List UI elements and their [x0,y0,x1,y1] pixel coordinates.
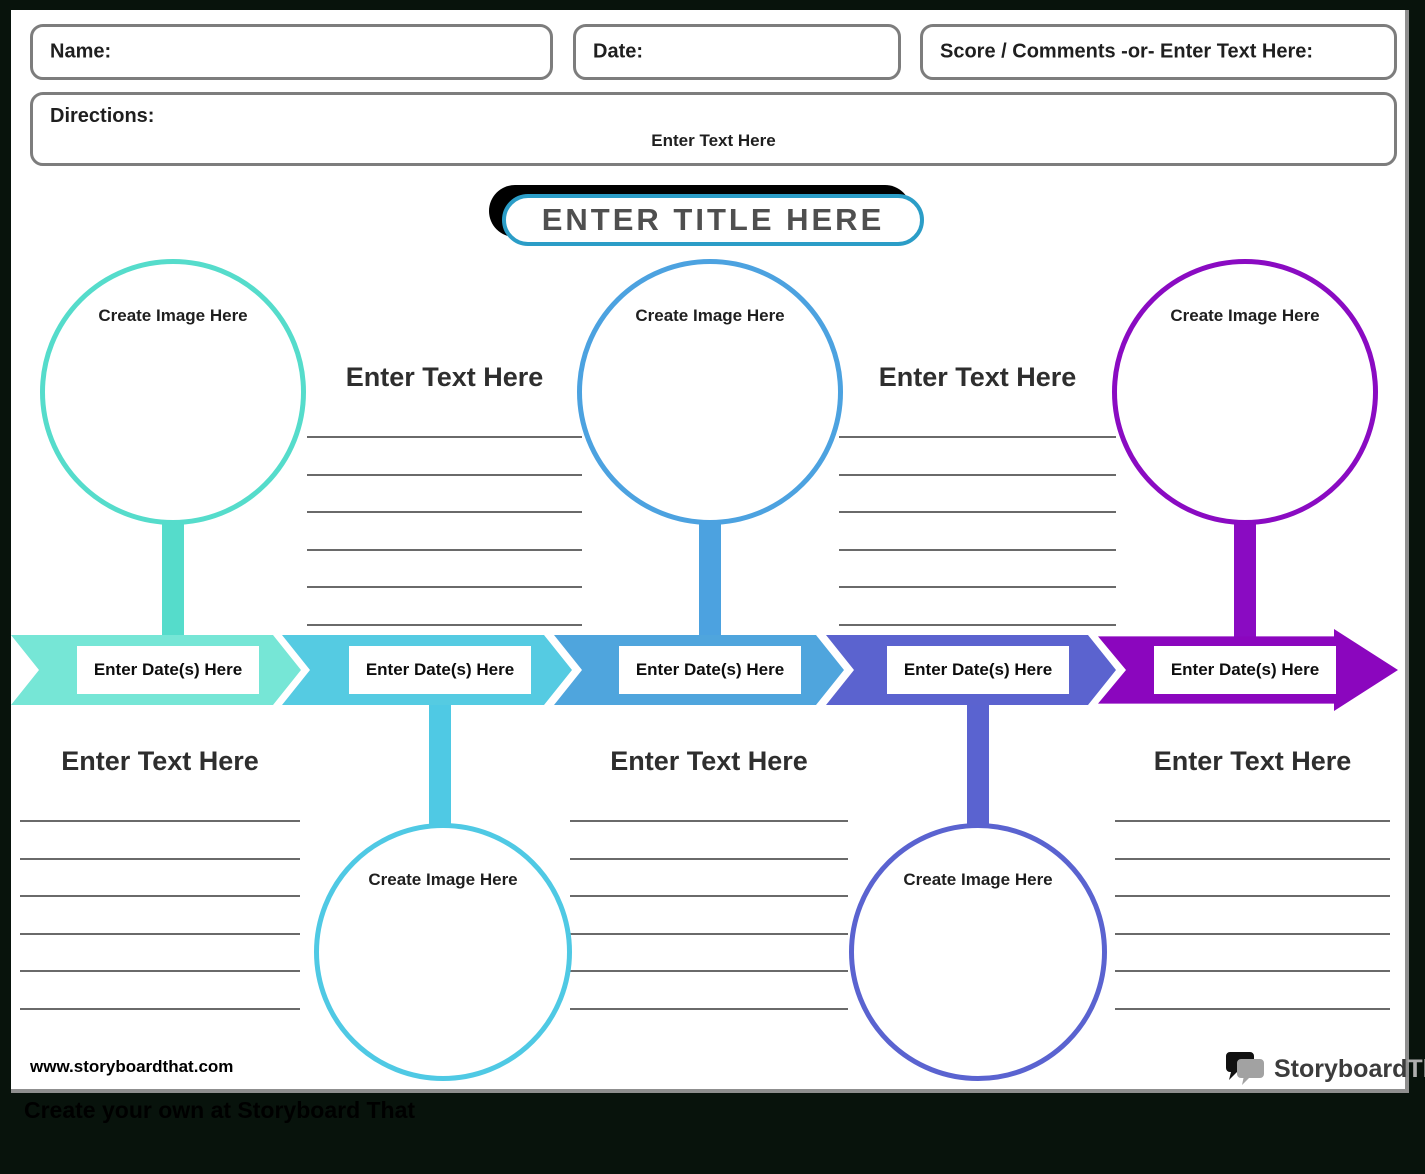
date-box-text: Enter Date(s) Here [365,660,515,679]
writing-line [307,474,582,476]
website-text: www.storyboardthat.com [30,1057,234,1076]
text-column-bottom-2: Enter Text Here [570,746,848,1016]
date-box-text: Enter Date(s) Here [1170,660,1320,679]
writing-line [20,858,300,860]
title-box[interactable]: ENTER TITLE HERE [502,194,924,246]
directions-placeholder[interactable]: Enter Text Here [651,131,776,150]
writing-line [20,895,300,897]
writing-line [839,474,1116,476]
date-field[interactable]: Date: [573,24,901,80]
writing-line [839,549,1116,551]
writing-line [839,586,1116,588]
text-column-bottom-3: Enter Text Here [1115,746,1390,1016]
text-column-top-1: Enter Text Here [307,362,582,632]
writing-line [1115,933,1390,935]
stem-5 [1234,503,1256,640]
circle-label: Create Image Here [1170,306,1320,325]
date-box-text: Enter Date(s) Here [93,660,243,679]
writing-line [570,1008,848,1010]
column-heading[interactable]: Enter Text Here [610,746,808,776]
writing-line [1115,895,1390,897]
directions-field[interactable]: Directions: Enter Text Here [30,92,1397,166]
writing-line [839,436,1116,438]
column-heading[interactable]: Enter Text Here [61,746,259,776]
writing-line [20,933,300,935]
score-comments-field[interactable]: Score / Comments -or- Enter Text Here: [920,24,1397,80]
date-box-5[interactable]: Enter Date(s) Here [1154,646,1336,694]
writing-line [570,858,848,860]
name-field[interactable]: Name: [30,24,553,80]
circle-label: Create Image Here [635,306,785,325]
writing-line [307,624,582,626]
logo-speech-bubbles-icon [1226,1052,1264,1085]
column-heading[interactable]: Enter Text Here [878,362,1077,392]
image-circle-bottom-2[interactable]: Create Image Here [849,823,1107,1081]
logo-text-storyboard: Storyboard [1274,1054,1408,1083]
writing-line [570,933,848,935]
image-circle-bottom-1[interactable]: Create Image Here [314,823,572,1081]
name-label: Name: [50,40,112,63]
image-circle-top-1[interactable]: Create Image Here [40,259,306,525]
writing-line [1115,970,1390,972]
writing-line [839,511,1116,513]
text-column-bottom-1: Enter Text Here [20,746,300,1016]
writing-line [307,549,582,551]
circle-label: Create Image Here [98,306,248,325]
column-heading[interactable]: Enter Text Here [1153,746,1352,776]
stem-3 [699,505,721,640]
writing-line [570,820,848,822]
writing-line [1115,820,1390,822]
writing-line [307,511,582,513]
writing-line [20,970,300,972]
writing-line [307,436,582,438]
writing-line [1115,858,1390,860]
circle-label: Create Image Here [903,870,1053,889]
date-box-1[interactable]: Enter Date(s) Here [77,646,259,694]
image-circle-top-3[interactable]: Create Image Here [1112,259,1378,525]
date-box-text: Enter Date(s) Here [903,660,1053,679]
writing-line [1115,1008,1390,1010]
writing-line [307,586,582,588]
score-comments-label: Score / Comments -or- Enter Text Here: [940,40,1314,63]
date-box-2[interactable]: Enter Date(s) Here [349,646,531,694]
writing-line [570,895,848,897]
date-box-4[interactable]: Enter Date(s) Here [887,646,1069,694]
stem-4 [967,698,989,833]
writing-line [20,820,300,822]
column-heading[interactable]: Enter Text Here [345,362,544,392]
worksheet-page: Name: Date: Score / Comments -or- Enter … [11,10,1425,1093]
text-column-top-2: Enter Text Here [839,362,1116,632]
writing-line [839,624,1116,626]
title-text: ENTER TITLE HERE [541,202,885,237]
writing-line [570,970,848,972]
date-box-3[interactable]: Enter Date(s) Here [619,646,801,694]
directions-label: Directions: [50,105,155,127]
circle-label: Create Image Here [368,870,518,889]
image-circle-top-2[interactable]: Create Image Here [577,259,843,525]
stem-2 [429,698,451,833]
stem-1 [162,505,184,640]
logo-text-that: That [1407,1054,1425,1083]
tagline-text: Create your own at Storyboard That [24,1097,416,1123]
writing-line [20,1008,300,1010]
date-label: Date: [593,40,644,63]
date-box-text: Enter Date(s) Here [635,660,785,679]
